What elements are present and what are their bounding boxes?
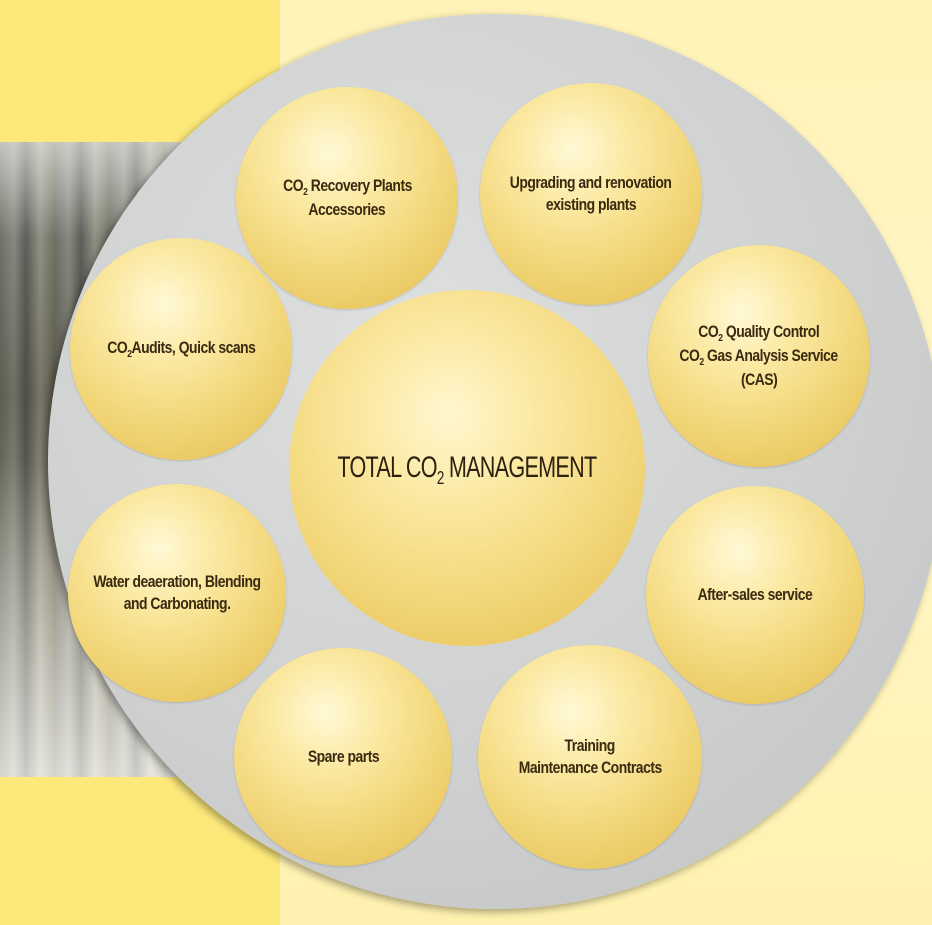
bubble-training: Training Maintenance Contracts xyxy=(478,645,702,869)
bubble-water-deaeration: Water deaeration, Blending and Carbonati… xyxy=(68,484,286,702)
center-label: TOTAL CO2 MANAGEMENT xyxy=(337,451,597,488)
bubble-quality-line3: (CAS) xyxy=(740,370,778,389)
bubble-water-line1: Water deaeration, Blending xyxy=(93,572,261,591)
bubble-training-line1: Training xyxy=(564,736,616,755)
bubble-quality-line2: CO2 Gas Analysis Service xyxy=(679,346,839,368)
bubble-quality-control: CO2 Quality Control CO2 Gas Analysis Ser… xyxy=(648,245,870,467)
bubble-spare-parts-line1: Spare parts xyxy=(307,747,379,766)
bubble-after-sales-line1: After-sales service xyxy=(697,585,813,604)
bubble-recovery-line1: CO2 Recovery Plants xyxy=(282,176,412,198)
bubble-spare-parts: Spare parts xyxy=(234,648,452,866)
bubble-upgrading: Upgrading and renovation existing plants xyxy=(480,83,702,305)
bubble-audits: CO2Audits, Quick scans xyxy=(70,238,292,460)
bubble-recovery-line2: Accessories xyxy=(308,200,386,219)
bubble-upgrading-line1: Upgrading and renovation xyxy=(510,173,672,192)
bubble-after-sales: After-sales service xyxy=(646,486,864,704)
bubble-water-line2: and Carbonating. xyxy=(123,594,231,613)
bubble-audits-line1: CO2Audits, Quick scans xyxy=(106,338,256,360)
center-bubble-total-management: TOTAL CO2 MANAGEMENT xyxy=(289,290,645,646)
bubble-training-line2: Maintenance Contracts xyxy=(518,758,662,777)
bubble-recovery-plants: CO2 Recovery Plants Accessories xyxy=(236,87,458,309)
bubble-quality-line1: CO2 Quality Control xyxy=(698,322,820,344)
bubble-upgrading-line2: existing plants xyxy=(545,195,637,214)
